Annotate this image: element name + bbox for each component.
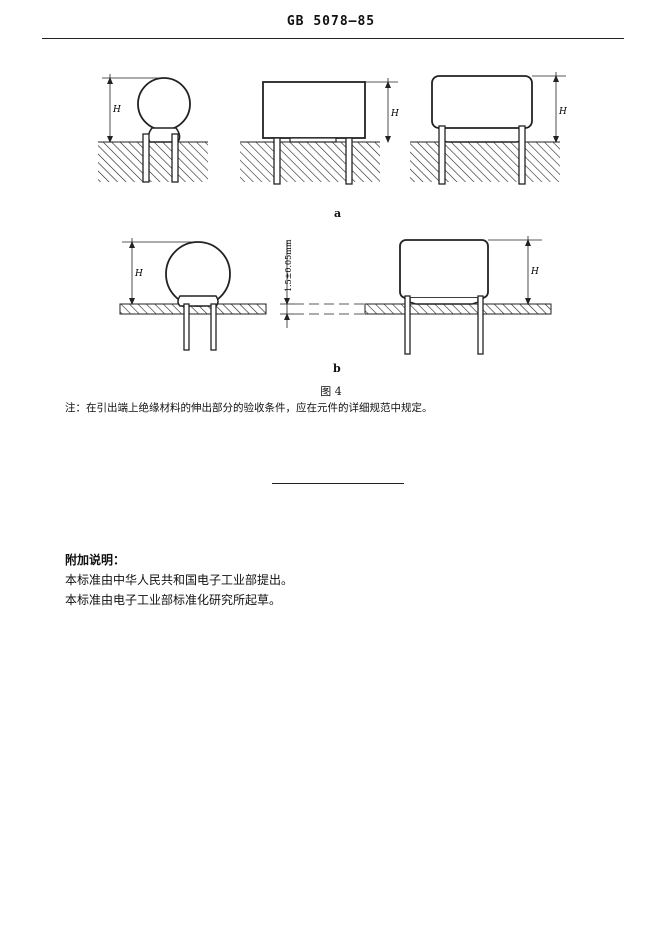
hatched-board: [410, 142, 560, 182]
addendum: 附加说明： 本标准由中华人民共和国电子工业部提出。 本标准由电子工业部标准化研究…: [65, 550, 293, 610]
figure-note: 注：在引出端上绝缘材料的伸出部分的验收条件，应在元件的详细规范中规定。: [65, 402, 433, 414]
caption-a: a: [334, 207, 342, 220]
dimension-label-h: H: [112, 105, 121, 115]
caption-b: b: [333, 362, 341, 375]
lead: [273, 137, 281, 185]
lead: [518, 125, 526, 185]
tolerance-label: 1.5±0.05mm: [284, 239, 293, 292]
diagram-a1-disc-capacitor: H: [98, 74, 208, 183]
addendum-line: 本标准由电子工业部标准化研究所起草。: [65, 593, 282, 607]
tolerance-indicator: 1.5±0.05mm: [280, 239, 365, 328]
disc-body: [137, 77, 191, 131]
lead: [438, 125, 446, 185]
lead: [210, 303, 217, 351]
dimension-label-h: H: [558, 107, 567, 117]
diagram-a3-molded-capacitor: H: [410, 72, 567, 185]
lead: [345, 137, 353, 185]
addendum-heading: 附加说明：: [65, 553, 126, 567]
lead: [171, 133, 179, 183]
lead: [142, 133, 150, 183]
header-divider: [42, 38, 624, 39]
figure-title: 图 4: [320, 385, 342, 398]
hatched-board: [98, 142, 208, 182]
diagram-b1-disc-capacitor: H: [119, 238, 267, 351]
lead: [477, 295, 484, 355]
molded-body: [431, 75, 533, 129]
hatched-board: [240, 142, 380, 182]
diagram-b2-molded-capacitor: H: [364, 236, 552, 355]
box-body: [262, 81, 366, 139]
dimension-label-h: H: [390, 109, 399, 119]
dimension-label-h: H: [530, 267, 539, 277]
hatched-board: [364, 303, 552, 315]
diagram-a2-box-capacitor: H: [240, 78, 399, 185]
addendum-line: 本标准由中华人民共和国电子工业部提出。: [65, 573, 294, 587]
standard-number-header: GB 5078—85: [286, 14, 376, 29]
figure-4-diagram: H H H H: [98, 72, 567, 355]
end-of-text-rule: [272, 483, 404, 484]
dimension-label-h: H: [134, 269, 143, 279]
lead: [404, 295, 411, 355]
molded-body: [399, 239, 489, 299]
lead: [183, 303, 190, 351]
